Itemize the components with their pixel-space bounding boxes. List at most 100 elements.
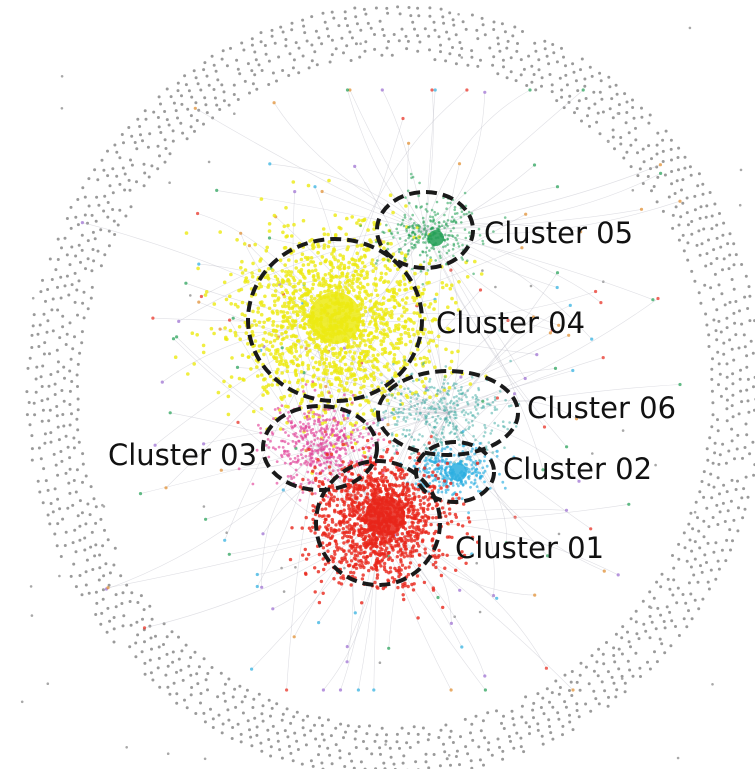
node xyxy=(385,398,390,403)
isolated-node xyxy=(650,189,653,193)
isolated-node xyxy=(189,114,193,118)
node xyxy=(299,306,304,310)
node xyxy=(427,330,431,335)
node xyxy=(339,421,344,426)
isolated-node xyxy=(606,704,610,708)
isolated-node xyxy=(26,366,30,370)
node xyxy=(275,481,279,485)
stray-node xyxy=(60,107,64,110)
isolated-node xyxy=(222,691,226,695)
isolated-node xyxy=(180,94,183,98)
node xyxy=(311,282,316,287)
isolated-node xyxy=(94,505,98,509)
node xyxy=(382,364,387,369)
node xyxy=(414,390,418,395)
isolated-node xyxy=(32,401,36,405)
isolated-node xyxy=(260,69,264,72)
edge xyxy=(251,522,379,670)
node xyxy=(287,306,292,311)
node xyxy=(397,317,401,321)
node xyxy=(430,405,434,408)
isolated-node xyxy=(532,73,536,76)
isolated-node xyxy=(445,757,449,761)
node xyxy=(362,450,367,455)
isolated-node xyxy=(227,718,231,722)
node xyxy=(423,400,427,404)
isolated-node xyxy=(248,728,251,732)
isolated-node xyxy=(128,645,132,649)
node xyxy=(421,331,426,336)
isolated-node xyxy=(83,195,87,199)
isolated-node xyxy=(427,34,431,38)
node xyxy=(427,441,431,445)
node xyxy=(324,428,327,432)
isolated-node xyxy=(43,432,47,436)
isolated-node xyxy=(686,258,690,262)
isolated-node xyxy=(118,156,122,160)
node xyxy=(415,574,420,578)
isolated-node xyxy=(322,738,326,742)
node xyxy=(383,264,388,268)
node xyxy=(233,330,238,335)
isolated-node xyxy=(142,608,146,612)
node xyxy=(436,388,440,392)
node xyxy=(344,232,349,237)
node xyxy=(360,260,365,265)
isolated-node xyxy=(746,399,750,403)
isolated-node xyxy=(470,722,474,726)
node xyxy=(404,239,408,242)
isolated-node xyxy=(745,354,749,358)
node xyxy=(457,438,460,441)
edge xyxy=(354,166,449,414)
isolated-node xyxy=(700,242,704,246)
node xyxy=(290,306,295,311)
isolated-node xyxy=(562,106,566,110)
isolated-node xyxy=(98,566,102,570)
isolated-node xyxy=(106,215,110,219)
node xyxy=(460,410,464,414)
isolated-node xyxy=(116,223,120,227)
node xyxy=(268,374,273,379)
isolated-node xyxy=(627,131,631,135)
peripheral-node xyxy=(627,502,631,506)
node xyxy=(512,455,516,459)
node xyxy=(421,496,425,500)
node xyxy=(394,433,399,438)
node xyxy=(270,431,274,434)
isolated-node xyxy=(271,71,275,75)
peripheral-node xyxy=(555,185,560,189)
isolated-node xyxy=(113,143,117,147)
node xyxy=(493,396,497,399)
edge xyxy=(198,301,449,414)
node xyxy=(474,438,477,442)
isolated-node xyxy=(176,116,179,120)
isolated-node xyxy=(730,427,734,431)
isolated-node xyxy=(577,715,581,719)
node xyxy=(311,427,315,431)
node xyxy=(301,491,305,494)
peripheral-node xyxy=(571,688,575,692)
node xyxy=(328,382,333,387)
node xyxy=(458,443,461,447)
node xyxy=(358,563,362,567)
node xyxy=(280,332,284,336)
isolated-node xyxy=(334,726,338,730)
peripheral-node xyxy=(541,468,545,472)
isolated-node xyxy=(548,725,551,728)
node xyxy=(478,471,482,475)
isolated-node xyxy=(44,299,47,303)
isolated-node xyxy=(103,528,106,532)
node xyxy=(444,245,447,248)
isolated-node xyxy=(389,755,393,759)
isolated-node xyxy=(694,500,698,504)
node xyxy=(369,331,373,335)
node xyxy=(361,510,366,514)
peripheral-node xyxy=(590,337,594,341)
node xyxy=(445,207,448,210)
node xyxy=(315,430,318,434)
node xyxy=(343,362,348,367)
isolated-node xyxy=(302,24,306,28)
isolated-node xyxy=(310,59,314,63)
node xyxy=(410,372,414,376)
node xyxy=(422,355,427,360)
